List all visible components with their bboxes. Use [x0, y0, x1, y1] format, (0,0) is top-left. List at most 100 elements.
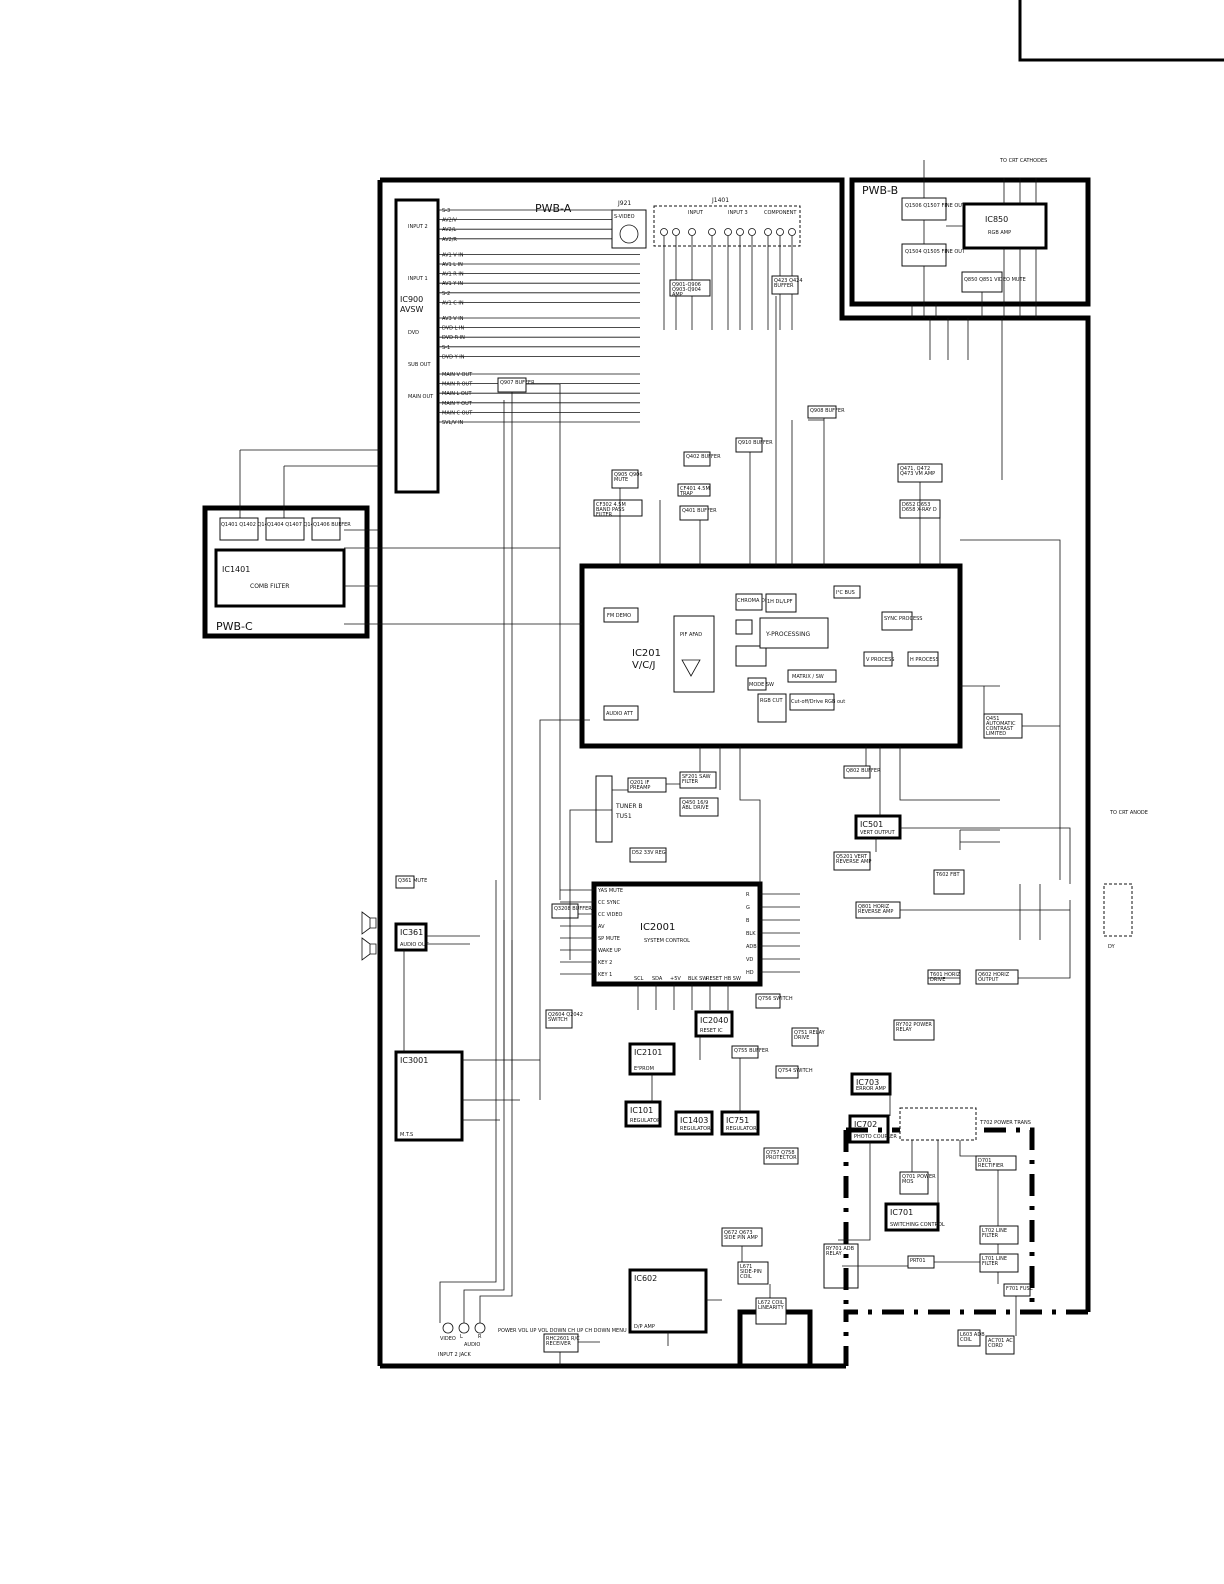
ic900-pin: AV2/L: [442, 227, 456, 233]
ic501-label: IC501: [860, 820, 883, 829]
tuner-label: TUNER B: [615, 803, 643, 810]
q471-label: Q473 VM AMP: [900, 471, 935, 477]
cf302-label: CF302 4.5M: [596, 502, 626, 508]
ic900-group: INPUT 2: [408, 224, 428, 230]
q2604-box: [545, 1009, 573, 1029]
ic2001-pin-right: ADB: [746, 944, 757, 950]
tuner-block: TUNER B TU51: [595, 775, 643, 843]
ic101-box: [624, 1100, 662, 1128]
ic900-pin: SVL/V IN: [442, 420, 464, 426]
ic701-box: [884, 1202, 940, 1232]
q3208-label: Q3208 BUFFER: [554, 906, 592, 912]
cf401-box: [677, 483, 711, 497]
q754-box: [775, 1065, 799, 1079]
v-process: V PROCESS: [866, 657, 894, 663]
pwb-b-board: PWB-B TO CRT CATHODES IC850 RGB AMP Q150…: [849, 158, 1091, 318]
q450-label: ABL DRIVE: [682, 805, 709, 811]
ic900-pin: AV3 V IN: [442, 316, 464, 322]
ac701-label: AC701 AC: [988, 1338, 1013, 1344]
input2-jacks: VIDEO AUDIO L R INPUT 2 JACK POWER VOL U…: [438, 880, 627, 1358]
chroma-demo: CHROMA DEMO: [737, 598, 776, 604]
ic2001-pin-right: R: [746, 892, 750, 898]
pwb-b-label: PWB-B: [862, 184, 898, 197]
q905-label: MUTE: [614, 477, 628, 483]
t601-box: [927, 969, 961, 985]
ic2001-pin-left: CC VIDEO: [598, 912, 622, 918]
q910-box: [735, 437, 763, 453]
ic900-group: SUB OUT: [408, 362, 431, 368]
ic900-group: DVD: [408, 330, 419, 336]
ic900-pin: DVD Y IN: [442, 354, 465, 360]
ic900-pin: S-2: [442, 291, 450, 297]
q754-label: Q754 SWITCH: [778, 1068, 813, 1074]
ic900-pin: AV1 Y IN: [442, 281, 463, 287]
ic201-label: IC201: [632, 648, 661, 659]
cf302-box: [593, 499, 643, 517]
ic1403-box: [674, 1110, 714, 1136]
l672-label: LINEARITY: [758, 1305, 785, 1311]
l603-label: L603 ADB: [960, 1332, 985, 1338]
mode-sw: MODE SW: [749, 682, 774, 688]
q450-label: Q450 16/9: [682, 800, 708, 806]
ic3001-sub: M.T.S: [400, 1132, 413, 1138]
q201-label: PREAMP: [630, 785, 650, 791]
q451-label: AUTOMATIC: [986, 721, 1016, 727]
q757-label: Q757 Q758: [766, 1150, 795, 1156]
q5201-box: [833, 851, 871, 871]
q908-box: [807, 405, 837, 419]
ic751-sub: REGULATOR: [726, 1126, 757, 1132]
pwb-a-board: PWB-A: [377, 177, 1091, 1369]
ic201-block: IC201 V/C/J FM DEMO AUDIO ATT PIF AFAD C…: [579, 563, 963, 749]
q451-box: [983, 713, 1023, 739]
ic2001-pin-bottom: +5V: [670, 976, 681, 982]
sf201-box: [679, 771, 717, 789]
q701-label: MOS: [902, 1179, 913, 1185]
ic850-sub: RGB AMP: [988, 230, 1011, 236]
ic2040-label: IC2040: [700, 1016, 728, 1025]
ydl: 1H DL/LPF: [767, 599, 793, 605]
ic900-pin: MAIN R OUT: [442, 382, 473, 388]
ic2001-pin-left: CC SYNC: [598, 900, 621, 906]
ic900-sub: AVSW: [400, 305, 424, 314]
l701-box: [979, 1253, 1019, 1273]
ic751-label: IC751: [726, 1116, 749, 1125]
d652-label: D658 X-RAY D: [902, 507, 937, 513]
ic361-box: [394, 922, 428, 952]
fm-demo: FM DEMO: [607, 613, 631, 619]
cf401-label: TRAP: [679, 491, 693, 497]
ic2001-pin-left: AV: [598, 924, 605, 930]
q402-label: Q402 BUFFER: [686, 454, 721, 460]
l671-label: SIDE-PIN: [740, 1269, 762, 1275]
ic702-label: IC702: [854, 1120, 877, 1129]
ic900-group: MAIN OUT: [408, 394, 434, 400]
ic900-group: INPUT 1: [408, 276, 428, 282]
ic2001-pin-bottom: BLK SW: [688, 976, 707, 982]
d52-box: [629, 847, 667, 863]
ic201-sub: V/C/J: [632, 660, 656, 671]
ic900-pin: S-1: [442, 345, 450, 351]
ac701-label: CORD: [988, 1343, 1003, 1349]
ic702-sub: PHOTO COUPLER: [854, 1134, 897, 1140]
q1404-label: Q1404 Q1407 Q1405 BUFFER: [267, 522, 342, 528]
pwb-a-label: PWB-A: [535, 202, 572, 215]
q751-box: [791, 1027, 819, 1047]
ic900-pin: AV1 C IN: [442, 300, 464, 306]
q801-label: REVERSE AMP: [858, 909, 893, 915]
t602-label: T602 FBT: [935, 872, 960, 878]
l672-label: L672 COIL: [758, 1300, 784, 1306]
ic3001-label: IC3001: [400, 1056, 428, 1065]
q451-label: Q451: [986, 716, 999, 722]
t602-box: [933, 869, 965, 895]
q701-box: [899, 1171, 929, 1195]
q402-box: [683, 451, 711, 467]
ic2001-pin-left: KEY 1: [598, 972, 612, 978]
q757-box: [763, 1147, 799, 1165]
t702-label: T702 POWER TRANS: [979, 1120, 1031, 1126]
to-crt-cathodes: TO CRT CATHODES: [999, 158, 1047, 164]
sf201-label: SF201 SAW: [682, 774, 711, 780]
ic2001-pin-right: HD: [746, 970, 754, 976]
q801-label: Q801 HORIZ: [858, 904, 890, 910]
rhc-label: RECEIVER: [546, 1341, 571, 1347]
d52-label: D52 33V REG: [632, 850, 666, 856]
